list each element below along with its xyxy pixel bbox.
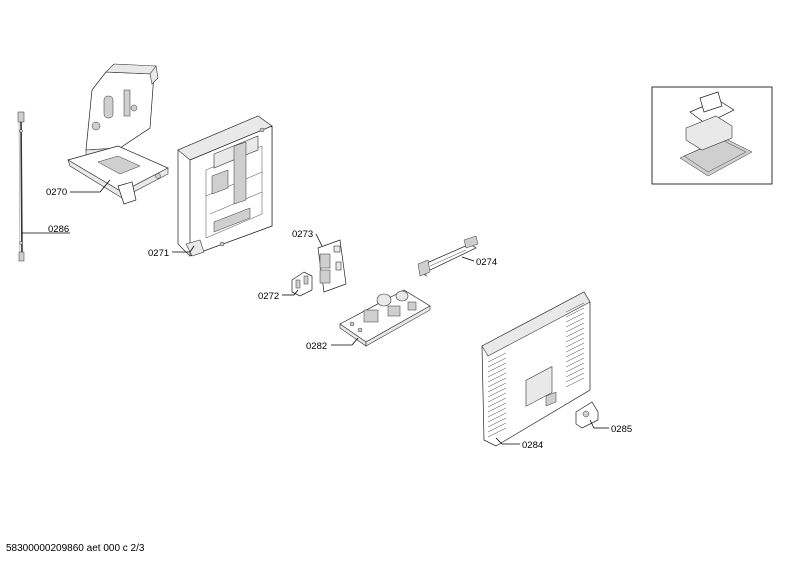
part-0273-pcb: [317, 239, 347, 293]
label-0286: 0286: [48, 224, 69, 235]
part-0284-cover-panel: [481, 291, 591, 447]
leader-lines: [22, 179, 609, 445]
part-0270-bracket: [67, 63, 169, 205]
part-0282-main-board: [339, 289, 431, 347]
part-0274-connector: [417, 235, 479, 277]
part-0271-frame: [177, 115, 273, 257]
part-0272-clip: [291, 271, 313, 297]
label-0270: 0270: [46, 187, 67, 198]
label-0273: 0273: [292, 229, 313, 240]
label-0271: 0271: [148, 248, 169, 259]
label-0282: 0282: [306, 341, 327, 352]
part-0286-wire: [17, 111, 25, 262]
label-0274: 0274: [476, 257, 497, 268]
label-0272: 0272: [258, 291, 279, 302]
label-0285: 0285: [611, 424, 632, 435]
part-0285-small-part: [575, 401, 599, 429]
label-0284: 0284: [522, 440, 543, 451]
document-footer-id: 58300000209860 aet 000 c 2/3: [6, 543, 145, 554]
inset-overview: [651, 86, 773, 185]
